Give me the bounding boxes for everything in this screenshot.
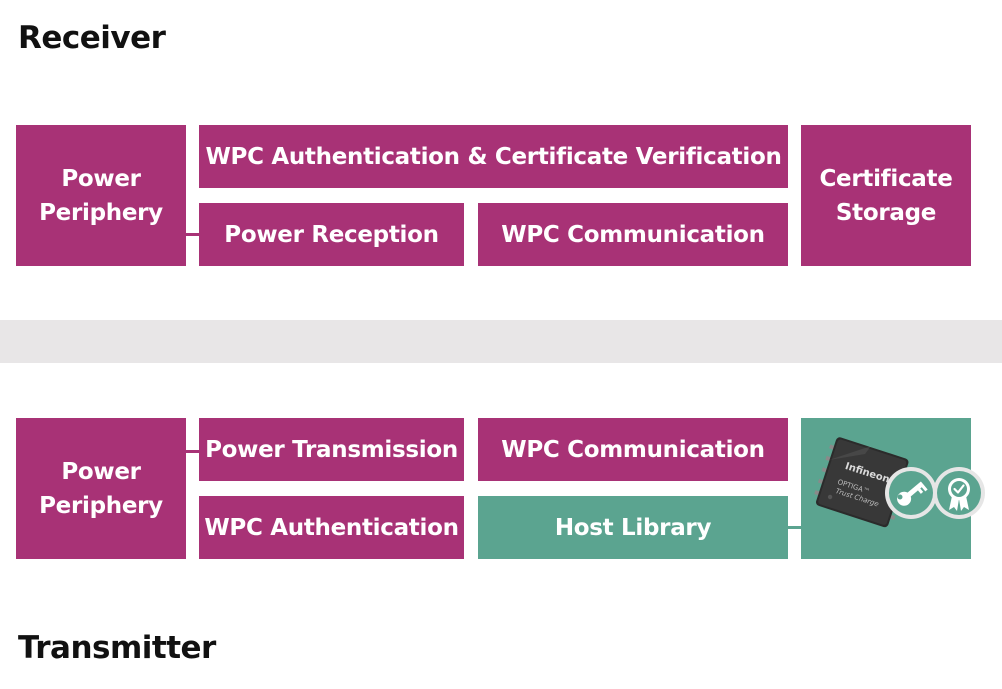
receiver-power-periphery-box: Power Periphery (16, 125, 186, 266)
transmitter-host-library-box: Host Library (478, 496, 788, 559)
receiver-connector (186, 233, 199, 236)
key-icon (885, 467, 937, 519)
receiver-power-reception-box: Power Reception (199, 203, 464, 266)
section-divider (0, 320, 1002, 363)
transmitter-power-transmission-box: Power Transmission (199, 418, 464, 481)
transmitter-wpc-communication-box: WPC Communication (478, 418, 788, 481)
transmitter-heading: Transmitter (18, 630, 216, 666)
receiver-power-periphery-line1: Power (61, 165, 141, 192)
receiver-certificate-storage-box: Certificate Storage (801, 125, 971, 266)
receiver-wpc-communication-box: WPC Communication (478, 203, 788, 266)
receiver-heading: Receiver (18, 20, 166, 56)
host-library-connector (788, 526, 801, 529)
certificate-storage-line1: Certificate (819, 165, 953, 192)
transmitter-connector (186, 450, 199, 453)
receiver-power-periphery-line2: Periphery (39, 199, 163, 226)
transmitter-power-periphery-line2: Periphery (39, 492, 163, 519)
certificate-badge-icon (933, 467, 985, 519)
receiver-auth-cert-verification-box: WPC Authentication & Certificate Verific… (199, 125, 788, 188)
transmitter-wpc-authentication-box: WPC Authentication (199, 496, 464, 559)
transmitter-power-periphery-line1: Power (61, 458, 141, 485)
transmitter-power-periphery-box: Power Periphery (16, 418, 186, 559)
certificate-storage-line2: Storage (835, 199, 937, 226)
optiga-trust-charge-box: Infineon OPTIGA™ Trust Charge (801, 418, 985, 559)
